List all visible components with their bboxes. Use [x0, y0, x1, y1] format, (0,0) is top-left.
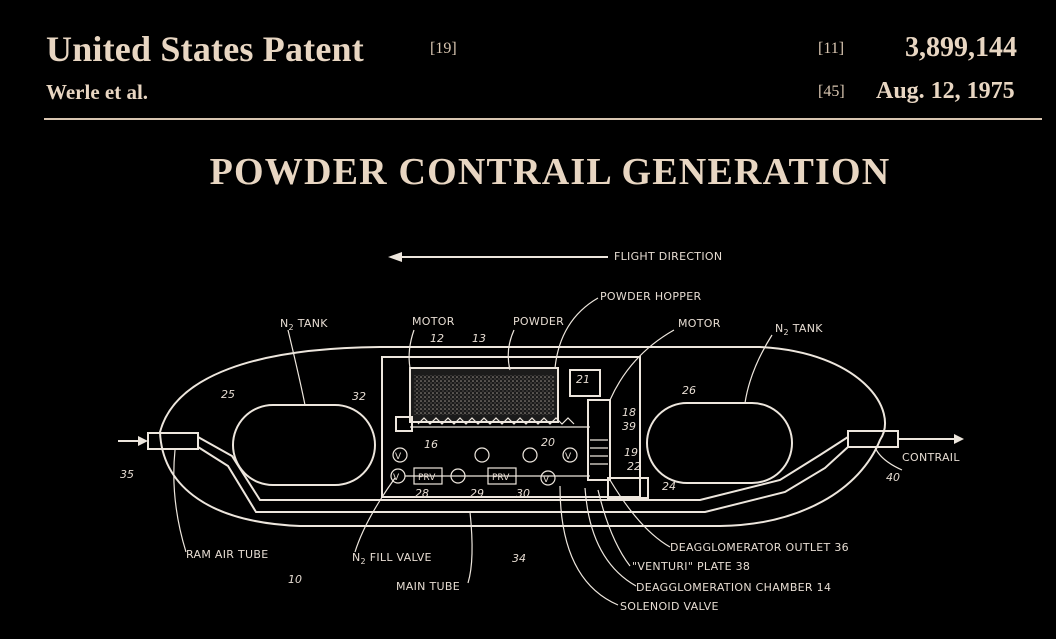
ref-39: 39: [622, 420, 636, 433]
equipment-bay: [381, 356, 641, 498]
gauge-row: [390, 447, 590, 486]
document-title: POWDER CONTRAIL GENERATION: [209, 151, 891, 193]
ref-13: 13: [472, 332, 486, 345]
auger-screw: [417, 417, 575, 425]
fuselage-outline: [158, 346, 886, 527]
code-45: [45]: [818, 83, 845, 100]
powder-stipple: [414, 375, 554, 415]
code-11: [11]: [818, 40, 845, 57]
flight-direction-label: FLIGHT DIRECTION: [614, 250, 722, 263]
ref-34: 34: [512, 552, 526, 565]
ref-40: 40: [886, 471, 900, 484]
ref-29: 29: [470, 487, 484, 500]
ref-30: 30: [516, 487, 530, 500]
n2-tank-right: [646, 402, 793, 484]
svg-text:V: V: [565, 452, 572, 462]
prv-label-1: PRV: [418, 473, 436, 483]
ref-19: 19: [624, 446, 638, 459]
flight-direction-arrow: [388, 252, 608, 262]
powder-label: POWDER: [513, 315, 564, 328]
main-tube: [147, 430, 899, 513]
motor-21: [569, 369, 601, 397]
n2-tank-left-label: N2 TANK: [280, 317, 328, 332]
prv-label-2: PRV: [492, 473, 510, 483]
n2-fill-valve-label: N2 FILL VALVE: [352, 551, 432, 566]
ref-21: 21: [576, 373, 590, 386]
ref-28: 28: [415, 487, 429, 500]
ref-18: 18: [622, 406, 636, 419]
prv-box-1: [413, 467, 443, 485]
ram-air-tube-label: RAM AIR TUBE: [186, 548, 269, 561]
ref-32: 32: [352, 390, 366, 403]
deagglomerator-stack: [587, 399, 611, 481]
leader-lines: [173, 297, 903, 606]
patent-date: Aug. 12, 1975: [876, 78, 1015, 104]
ref-24: 24: [662, 480, 676, 493]
deagglomeration-chamber-label: DEAGGLOMERATION CHAMBER 14: [636, 581, 831, 594]
deagglomerator-outlet-label: DEAGGLOMERATOR OUTLET 36: [670, 541, 849, 554]
ref-16: 16: [424, 438, 438, 451]
svg-text:V: V: [543, 475, 550, 485]
ref-12: 12: [430, 332, 444, 345]
n2-tank-right-label: N2 TANK: [775, 322, 823, 337]
venturi-plate-label: "VENTURI" PLATE 38: [632, 560, 750, 573]
contrail-label: CONTRAIL: [902, 451, 960, 464]
prv-box-2: [487, 467, 517, 485]
header-divider: [44, 118, 1042, 120]
authors: Werle et al.: [46, 80, 149, 104]
svg-text:V: V: [395, 452, 402, 462]
auger-motor: [395, 416, 413, 432]
solenoid-valve-label: SOLENOID VALVE: [620, 600, 719, 613]
code-19: [19]: [430, 40, 457, 57]
inlet-arrow: [118, 436, 148, 446]
ref-25: 25: [221, 388, 235, 401]
motor-right-label: MOTOR: [678, 317, 721, 330]
powder-hopper-label: POWDER HOPPER: [600, 290, 701, 303]
motor-left-label: MOTOR: [412, 315, 455, 328]
ref-22: 22: [627, 460, 641, 473]
n2-tank-left: [232, 404, 376, 486]
svg-text:V: V: [393, 473, 400, 483]
patent-number: 3,899,144: [905, 32, 1017, 63]
ref-10: 10: [288, 573, 302, 586]
ref-20: 20: [541, 436, 555, 449]
ref-35: 35: [120, 468, 134, 481]
chamber-24: [607, 477, 649, 499]
ref-26: 26: [682, 384, 696, 397]
main-tube-label: MAIN TUBE: [396, 580, 460, 593]
patent-header-title: United States Patent: [46, 29, 364, 69]
outlet-arrow: [898, 434, 964, 444]
